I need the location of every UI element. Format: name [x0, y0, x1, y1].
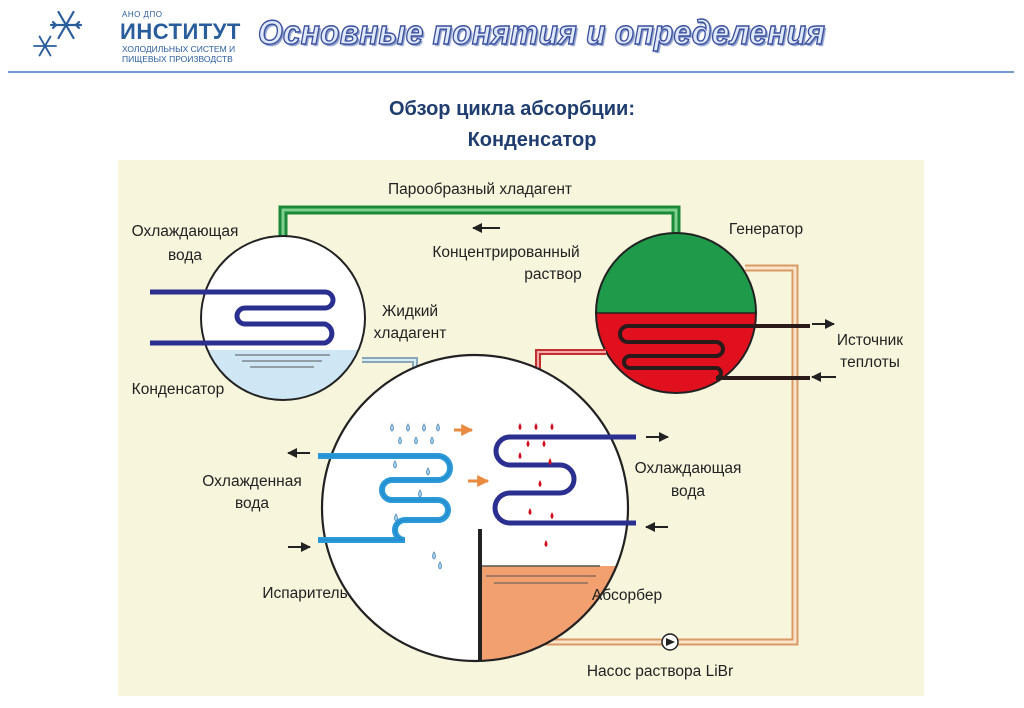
label-libr-pump: Насос раствора LiBr: [587, 663, 733, 680]
label-condenser: Конденсатор: [132, 381, 225, 398]
institute-logo: АНО ДПО ИНСТИТУТ ХОЛОДИЛЬНЫХ СИСТЕМ И ПИ…: [30, 6, 240, 64]
logo-small-text: АНО ДПО: [122, 10, 163, 19]
label-absorber: Абсорбер: [592, 587, 662, 604]
slide-subtitle-line2: Конденсатор: [467, 129, 597, 151]
solution-droplets: [518, 423, 554, 547]
logo-title: ИНСТИТУТ: [120, 19, 241, 44]
label-vapor-refrigerant: Парообразный хладагент: [388, 181, 572, 198]
snowflake-icon: [33, 10, 83, 57]
label-evaporator: Испаритель: [262, 585, 347, 602]
libr-pump-icon: [661, 633, 679, 651]
generator-heating-coil: [618, 324, 810, 380]
label-heat-source-2: теплоты: [840, 354, 900, 371]
label-liquid-refrigerant-2: хладагент: [374, 325, 447, 342]
refrigerant-droplets: [390, 423, 442, 570]
label-chilled-water: Охлажденная: [202, 473, 301, 490]
logo-subtitle-line2: ПИЩЕВЫХ ПРОИЗВОДСТВ: [122, 54, 233, 64]
condenser-coil: [150, 289, 336, 346]
label-cooling-water-top-2: вода: [168, 247, 202, 264]
label-chilled-water-2: вода: [235, 495, 269, 512]
absorber-cooling-coil: [492, 434, 636, 526]
slide-subtitle-line1: Обзор цикла абсорбции:: [389, 98, 635, 120]
label-generator: Генератор: [729, 221, 803, 238]
label-cooling-water-top: Охлаждающая: [132, 223, 239, 240]
header-title: Основные понятия и определения: [257, 13, 826, 52]
label-cooling-water-right-2: вода: [671, 483, 705, 500]
label-liquid-refrigerant: Жидкий: [382, 303, 438, 320]
label-concentrated-solution-2: раствор: [524, 266, 581, 283]
label-concentrated-solution: Концентрированный: [432, 244, 579, 261]
label-cooling-water-right: Охлаждающая: [635, 460, 742, 477]
header-divider: [8, 71, 1014, 73]
label-heat-source: Источник: [837, 332, 903, 349]
logo-subtitle-line1: ХОЛОДИЛЬНЫХ СИСТЕМ И: [122, 44, 236, 54]
vapor-pipe: [278, 205, 681, 238]
evaporator-absorber-shell: [320, 353, 630, 663]
